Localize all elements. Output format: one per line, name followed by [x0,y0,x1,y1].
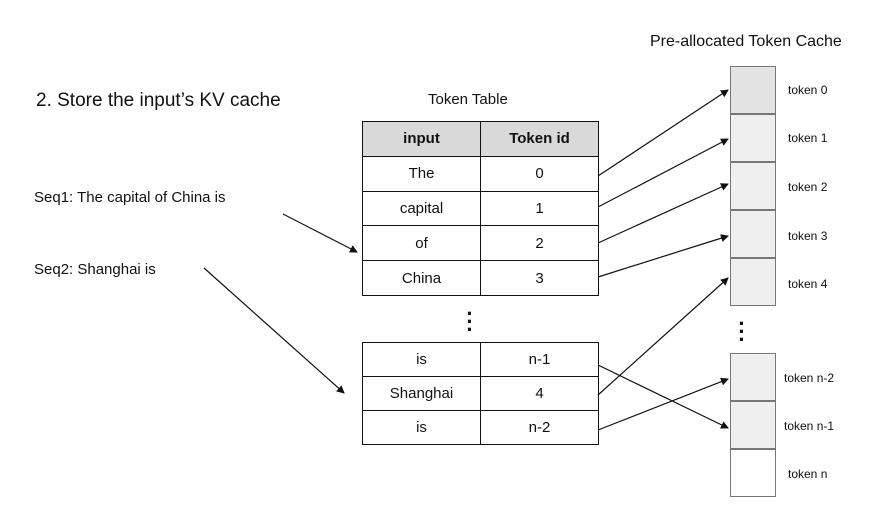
cell-input: is [362,410,481,445]
table-row: of 2 [362,225,599,262]
cache-ellipsis: ··· [738,311,746,352]
seq2-arrow [203,267,345,394]
table-header-row: input Token id [362,121,599,157]
map-arrow-token-2 [597,183,729,244]
table-row: is n-1 [362,342,599,377]
cache-slot-1 [730,114,776,162]
table-row: China 3 [362,260,599,296]
token-table-top: input Token id The 0 capital 1 of 2 Chin… [362,121,599,296]
cell-token-id: 3 [480,260,599,296]
sequence-1-label: Seq1: The capital of China is [34,189,226,206]
seq1-arrow [282,213,358,253]
cache-slot-0 [730,66,776,114]
cell-token-id: 0 [480,155,599,192]
cache-title: Pre-allocated Token Cache [650,33,842,50]
cell-token-id: n-1 [480,342,599,377]
sequence-2-label: Seq2: Shanghai is [34,261,156,278]
cache-label-token-3: token 3 [788,229,828,243]
cache-slot-n-2 [730,353,776,401]
token-table-title: Token Table [428,91,508,108]
cache-label-token-n: token n [788,467,828,481]
map-arrow-token-1 [597,138,729,208]
cell-input: of [362,225,481,262]
cell-input: Shanghai [362,376,481,411]
diagram-heading: 2. Store the input’s KV cache [36,90,281,111]
cache-slot-4 [730,258,776,306]
header-token-id: Token id [480,121,599,157]
cache-label-token-n-2: token n-2 [784,371,835,385]
cache-slot-2 [730,162,776,210]
cache-label-token-1: token 1 [788,131,828,145]
table-row: The 0 [362,155,599,192]
cell-input: China [362,260,481,296]
cell-input: is [362,342,481,377]
token-table-bottom: is n-1 Shanghai 4 is n-2 [362,342,599,445]
cache-label-token-4: token 4 [788,277,828,291]
cell-token-id: 1 [480,190,599,227]
cell-token-id: 2 [480,225,599,262]
header-input: input [362,121,481,157]
map-arrow-token-3 [597,234,729,278]
map-arrow-token-0 [597,89,729,177]
cache-slot-n [730,449,776,497]
cache-label-token-n-1: token n-1 [784,419,835,433]
cache-slot-3 [730,210,776,258]
table-row: is n-2 [362,410,599,445]
table-ellipsis: ··· [466,301,474,342]
cache-label-token-2: token 2 [788,180,828,194]
map-arrow-token-n-1 [597,364,729,429]
map-arrow-token-n-2 [597,377,729,431]
cache-slot-n-1 [730,401,776,449]
cache-label-token-0: token 0 [788,83,828,97]
cell-input: The [362,155,481,192]
map-arrow-token-4 [597,277,729,396]
cell-token-id: n-2 [480,410,599,445]
